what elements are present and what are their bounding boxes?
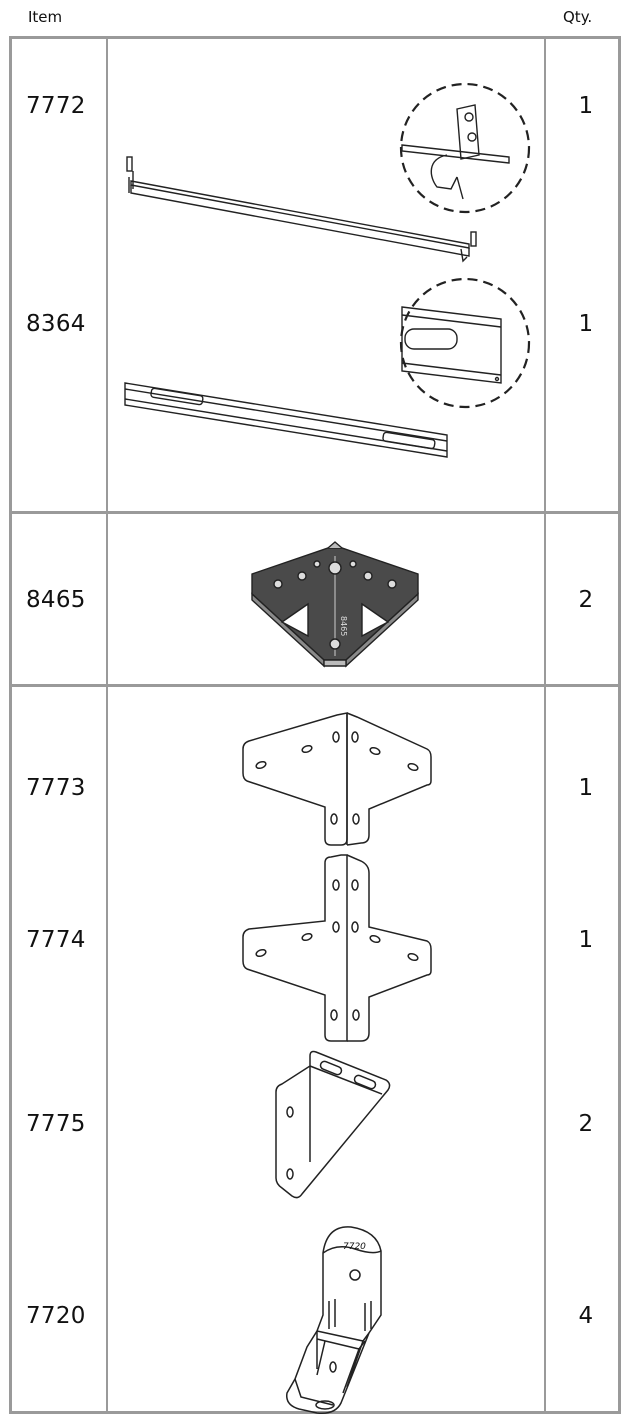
column-divider <box>544 39 546 1411</box>
item-number: 7720 <box>26 1303 86 1329</box>
qty-column-header: Qty. <box>563 8 593 26</box>
item-quantity: 4 <box>578 1303 594 1329</box>
part-stamp: 7720 <box>343 1242 366 1252</box>
rail-8364-drawing <box>124 277 531 458</box>
angle-plate-7775-drawing <box>275 1050 391 1199</box>
item-quantity: 2 <box>578 587 594 613</box>
item-quantity: 2 <box>578 1111 594 1137</box>
item-quantity: 1 <box>578 93 594 119</box>
item-column-header: Item <box>28 8 63 26</box>
part-stamp: 8465 <box>339 616 348 636</box>
cross-bracket-7774-drawing <box>242 854 432 1042</box>
row-divider <box>12 684 618 687</box>
item-quantity: 1 <box>578 775 594 801</box>
item-number: 7775 <box>26 1111 86 1137</box>
table-header: Item Qty. <box>0 0 629 32</box>
item-number: 7772 <box>26 93 86 119</box>
t-bracket-7773-drawing <box>242 712 432 846</box>
item-number: 8364 <box>26 311 86 337</box>
corner-bracket-8465-drawing: 8465 <box>251 541 419 668</box>
row-divider <box>12 511 618 514</box>
column-divider <box>106 39 108 1411</box>
item-quantity: 1 <box>578 311 594 337</box>
item-number: 7773 <box>26 775 86 801</box>
bracket-7720-drawing: 7720 <box>286 1226 382 1415</box>
item-number: 7774 <box>26 927 86 953</box>
parts-table: 7772 1 8364 1 <box>9 36 621 1415</box>
rail-7772-drawing <box>126 82 531 263</box>
item-quantity: 1 <box>578 927 594 953</box>
item-number: 8465 <box>26 587 86 613</box>
